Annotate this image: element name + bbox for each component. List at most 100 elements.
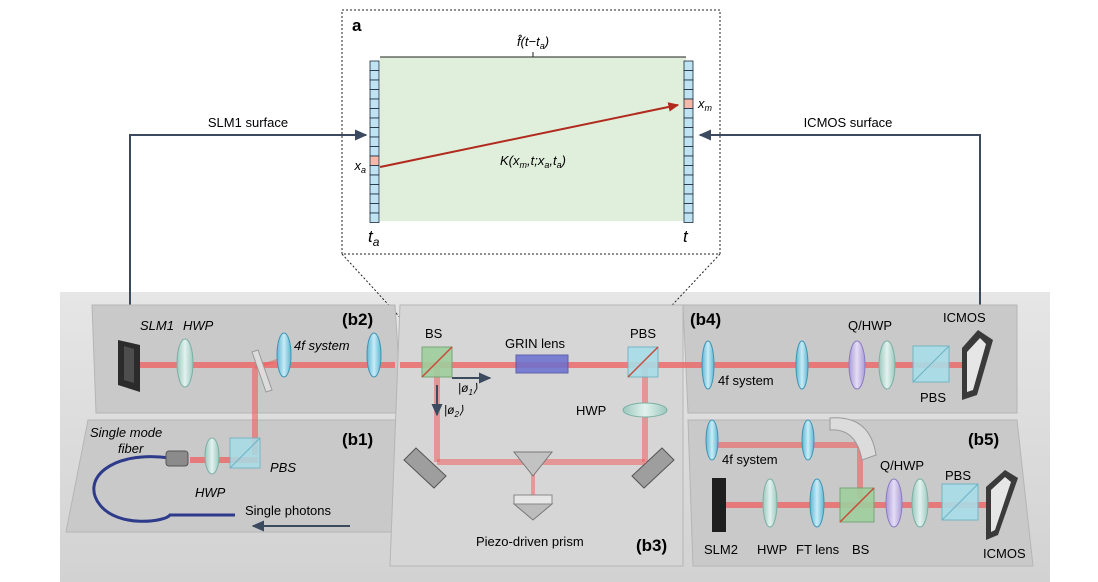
- grin-label: GRIN lens: [505, 336, 565, 351]
- propagation-region: [380, 57, 686, 221]
- 4f-system-label: 4f system: [718, 373, 774, 388]
- highlighted-pixel: [369, 155, 380, 166]
- pixel: [369, 98, 380, 109]
- panel-b1-label: (b1): [342, 430, 373, 449]
- slm1-surface-label: SLM1 surface: [208, 115, 288, 130]
- icmos-label: ICMOS: [983, 546, 1026, 561]
- panel-b4: 4f system Q/HWP ICMOS PBS (b4): [682, 304, 1018, 414]
- pixel: [369, 193, 380, 204]
- pixel: [369, 127, 380, 138]
- lens-1: [705, 419, 719, 461]
- fiber-label-line2: fiber: [118, 441, 144, 456]
- propagation-trajectory: [379, 102, 680, 168]
- icmos-connector: [698, 129, 981, 332]
- hwp-plate: [204, 437, 220, 475]
- pixel: [369, 60, 380, 71]
- pixel: [369, 136, 380, 147]
- hwp-plate: [622, 402, 668, 418]
- pbs-label: PBS: [920, 390, 946, 405]
- slm1-label: SLM1: [140, 318, 174, 333]
- 4f-system-label: 4f system: [294, 338, 350, 353]
- slm2-device: [712, 478, 726, 532]
- pixel: [369, 165, 380, 176]
- pixel: [369, 146, 380, 157]
- pixel: [369, 79, 380, 90]
- pixel: [683, 165, 694, 176]
- zoom-funnel: [341, 9, 721, 349]
- panel-b5-label: (b5): [968, 430, 999, 449]
- pixel: [369, 203, 380, 214]
- kernel-label: K(xm,t;xa,ta): [500, 153, 566, 170]
- pbs-label: PBS: [945, 468, 971, 483]
- propagator-label: f̂(t−ta): [517, 34, 549, 51]
- prism: [512, 451, 554, 477]
- pixel: [369, 108, 380, 119]
- panel-b3: BS GRIN lens PBS HWP |ø1⟩ |ø2⟩ Piezo-dri…: [389, 304, 684, 567]
- panel-b1: Single mode fiber HWP PBS Single photons…: [65, 413, 401, 533]
- fiber-coupler: [165, 450, 189, 467]
- pixel: [683, 203, 694, 214]
- icmos-surface-label: ICMOS surface: [804, 115, 893, 130]
- slm1-connector: [129, 129, 368, 340]
- pixel: [683, 117, 694, 128]
- hwp-plate: [176, 338, 194, 388]
- icmos-pixel-column: [683, 60, 694, 223]
- optical-fiber: [92, 455, 235, 523]
- hwp-label: HWP: [757, 542, 787, 557]
- panel-b2-label: (b2): [342, 310, 373, 329]
- pixel: [369, 70, 380, 81]
- panel-a: a f̂(t−ta) xa xm K(xm,t;xa,ta) ta t: [352, 16, 713, 249]
- right-position-label: xm: [697, 96, 713, 113]
- mirror: [829, 417, 877, 461]
- pixel: [683, 174, 694, 185]
- pixel: [683, 79, 694, 90]
- pixel: [683, 184, 694, 195]
- lens-1: [701, 340, 715, 390]
- prism-label: Piezo-driven prism: [476, 534, 584, 549]
- pixel: [683, 193, 694, 204]
- hwp-label: HWP: [576, 403, 606, 418]
- pixel: [683, 70, 694, 81]
- pixel: [683, 89, 694, 100]
- pixel: [683, 212, 694, 223]
- state1-label: |ø1⟩: [458, 381, 478, 397]
- pixel: [369, 184, 380, 195]
- bs-label: BS: [852, 542, 870, 557]
- slm2-label: SLM2: [704, 542, 738, 557]
- pixel: [369, 117, 380, 128]
- state2-label: |ø2⟩: [444, 403, 464, 419]
- pixel: [369, 89, 380, 100]
- single-photons-label: Single photons: [245, 503, 332, 518]
- highlighted-pixel: [683, 98, 694, 109]
- mirror: [631, 447, 675, 489]
- lens-2: [801, 419, 815, 461]
- hwp-plate: [762, 478, 778, 528]
- lens-2: [366, 332, 382, 378]
- half-waveplate: [878, 340, 896, 390]
- fiber-label-line1: Single mode: [90, 425, 162, 440]
- panel-b3-label: (b3): [636, 536, 667, 555]
- pixel: [683, 155, 694, 166]
- grin-lens: [515, 354, 569, 374]
- quarter-waveplate: [885, 478, 903, 528]
- lens-2: [795, 340, 809, 390]
- qhwp-label: Q/HWP: [880, 458, 924, 473]
- mirror: [251, 349, 273, 393]
- bs-label: BS: [425, 326, 443, 341]
- hwp-label: HWP: [183, 318, 214, 333]
- qhwp-label: Q/HWP: [848, 318, 892, 333]
- pixel: [683, 60, 694, 71]
- panel-b2: SLM1 HWP 4f system (b2): [91, 304, 403, 414]
- left-time-label: ta: [368, 227, 380, 249]
- pixel: [369, 212, 380, 223]
- pbs-label: PBS: [270, 460, 296, 475]
- hwp-label: HWP: [195, 485, 226, 500]
- left-position-label: xa: [353, 158, 366, 175]
- slm1-pixel-column: [369, 60, 380, 223]
- half-waveplate: [911, 478, 929, 528]
- right-time-label: t: [683, 227, 689, 246]
- ft-lens-label: FT lens: [796, 542, 840, 557]
- pbs-label: PBS: [630, 326, 656, 341]
- pixel: [683, 146, 694, 157]
